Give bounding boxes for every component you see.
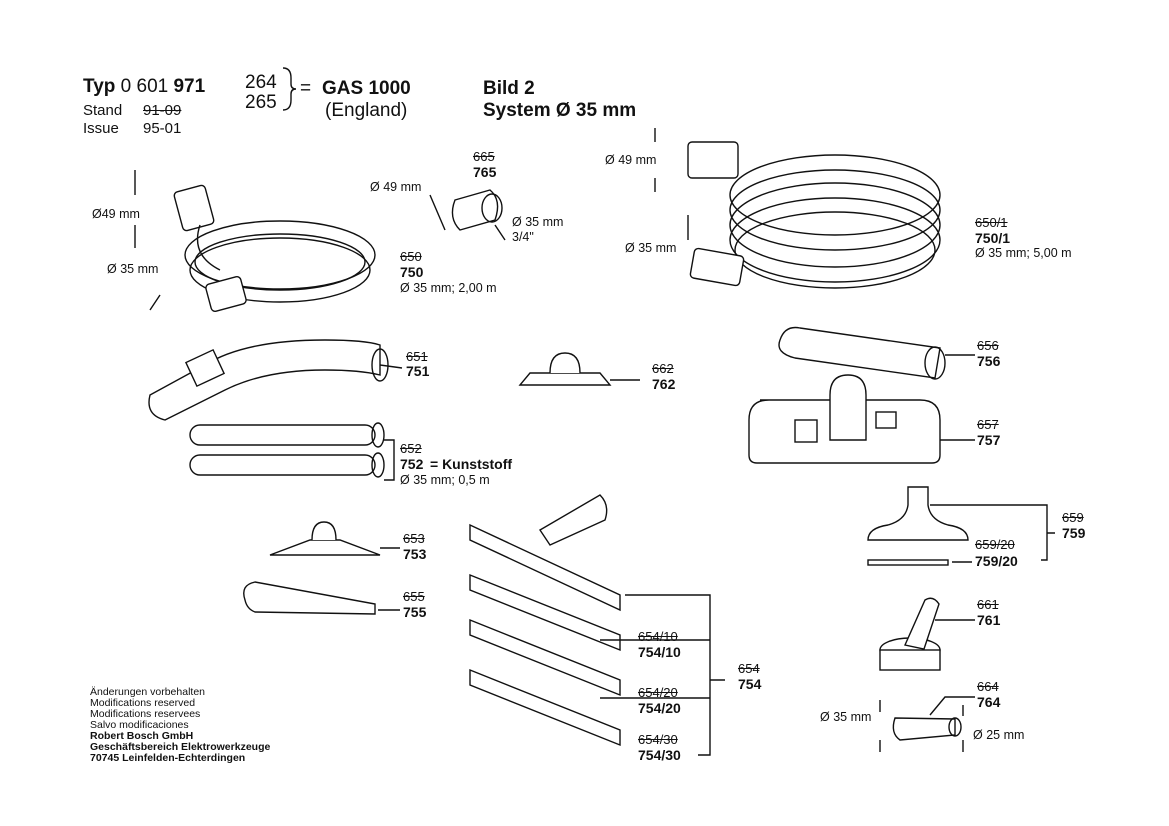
part-number[interactable]: 759 bbox=[1062, 525, 1086, 541]
extension-tubes-drawing bbox=[189, 422, 395, 481]
part-number[interactable]: 754/20 bbox=[638, 700, 681, 716]
adapter-drawing bbox=[429, 189, 506, 241]
system-label: System Ø 35 mm bbox=[483, 100, 637, 121]
hose-short-drawing bbox=[134, 170, 376, 312]
footer-line: Modifications reservees bbox=[90, 708, 201, 720]
old-part-number: 650/1 bbox=[975, 215, 1008, 230]
spec-label: Ø 35 mm; 5,00 m bbox=[975, 246, 1072, 260]
old-part-number: 662 bbox=[652, 361, 674, 376]
old-part-number: 656 bbox=[977, 338, 999, 353]
typ-prefix: 0 601 bbox=[120, 76, 169, 97]
dim-label: Ø 35 mm bbox=[107, 262, 159, 276]
old-part-number: 657 bbox=[977, 417, 999, 432]
dim-label: Ø 35 mm bbox=[820, 710, 872, 724]
footer-notice: Änderungen vorbehalten Modifications res… bbox=[90, 687, 270, 764]
footer-line: Salvo modificaciones bbox=[90, 719, 189, 731]
part-number[interactable]: 765 bbox=[473, 164, 497, 180]
stand-label: Stand bbox=[83, 102, 123, 119]
old-part-number: 665 bbox=[473, 149, 495, 164]
old-part-number: 652 bbox=[400, 441, 422, 456]
old-part-number: 654 bbox=[738, 661, 760, 676]
floor-nozzle-drawing bbox=[748, 374, 975, 464]
footer-line: Änderungen vorbehalten bbox=[90, 686, 206, 698]
part-number[interactable]: 756 bbox=[977, 353, 1001, 369]
reducer-drawing bbox=[879, 696, 975, 752]
part-number[interactable]: 755 bbox=[403, 604, 427, 620]
part-number[interactable]: 753 bbox=[403, 546, 427, 562]
dim-label: 3/4" bbox=[512, 230, 534, 244]
footer-line: Modifications reserved bbox=[90, 697, 196, 709]
dim-label: Ø 49 mm bbox=[370, 180, 422, 194]
dim-label: Ø 35 mm bbox=[512, 215, 564, 229]
old-part-number: 654/20 bbox=[638, 685, 678, 700]
dim-label: Ø 49 mm bbox=[605, 153, 657, 167]
part-number[interactable]: 764 bbox=[977, 694, 1001, 710]
part-number[interactable]: 751 bbox=[406, 363, 430, 379]
old-part-number: 659/20 bbox=[975, 537, 1015, 552]
material-label: = Kunststoff bbox=[430, 456, 513, 472]
part-number[interactable]: 752 bbox=[400, 456, 424, 472]
spec-label: Ø 35 mm; 0,5 m bbox=[400, 473, 490, 487]
issue-value: 95-01 bbox=[143, 120, 182, 137]
old-part-number: 654/30 bbox=[638, 732, 678, 747]
part-number[interactable]: 754/10 bbox=[638, 644, 681, 660]
wet-dry-nozzle-drawing bbox=[469, 494, 725, 756]
round-brush-drawing bbox=[879, 597, 975, 671]
old-part-number: 659 bbox=[1062, 510, 1084, 525]
part-number[interactable]: 761 bbox=[977, 612, 1001, 628]
upholstery-set-drawing bbox=[867, 486, 1055, 566]
hose-long-drawing bbox=[654, 128, 941, 289]
part-number[interactable]: 757 bbox=[977, 432, 1001, 448]
part-number[interactable]: 754 bbox=[738, 676, 762, 692]
spec-label: Ø 35 mm; 2,00 m bbox=[400, 281, 497, 295]
upholstery-nozzle-drawing bbox=[269, 521, 400, 556]
old-part-number: 661 bbox=[977, 597, 999, 612]
brace-icon bbox=[282, 67, 297, 111]
old-part-number: 664 bbox=[977, 679, 999, 694]
footer-company: Robert Bosch GmbH bbox=[90, 730, 194, 742]
typ-label: Typ bbox=[83, 76, 116, 97]
dim-label: Ø 35 mm bbox=[625, 241, 677, 255]
equals-sign: = bbox=[300, 78, 312, 99]
issue-label: Issue bbox=[83, 120, 119, 137]
typ-bold: 971 bbox=[173, 76, 206, 97]
type-number: Typ 0 601 971 bbox=[83, 76, 205, 98]
part-number[interactable]: 754/30 bbox=[638, 747, 681, 763]
dim-label: Ø49 mm bbox=[92, 207, 140, 221]
part-number[interactable]: 762 bbox=[652, 376, 676, 392]
part-number[interactable]: 759/20 bbox=[975, 553, 1018, 569]
old-part-number: 655 bbox=[403, 589, 425, 604]
part-number[interactable]: 750 bbox=[400, 264, 424, 280]
model-name: GAS 1000 bbox=[322, 78, 411, 99]
old-part-number: 650 bbox=[400, 249, 422, 264]
bild-label: Bild 2 bbox=[483, 78, 535, 99]
crevice-nozzle-drawing bbox=[243, 581, 400, 615]
old-part-number: 651 bbox=[406, 349, 428, 364]
old-part-number: 654/10 bbox=[638, 629, 678, 644]
old-part-number: 653 bbox=[403, 531, 425, 546]
small-nozzle-drawing bbox=[518, 352, 640, 386]
part-number[interactable]: 750/1 bbox=[975, 230, 1011, 246]
dim-label: Ø 25 mm bbox=[973, 728, 1025, 742]
variant-2: 265 bbox=[245, 92, 277, 113]
variant-1: 264 bbox=[245, 72, 277, 93]
footer-division: Geschäftsbereich Elektrowerkzeuge bbox=[90, 741, 271, 753]
region: (England) bbox=[325, 100, 408, 121]
stand-value: 91-09 bbox=[143, 102, 182, 119]
bent-tube-drawing bbox=[148, 339, 403, 421]
footer-address: 70745 Leinfelden-Echterdingen bbox=[90, 752, 246, 764]
filter-tube-drawing bbox=[778, 326, 975, 380]
